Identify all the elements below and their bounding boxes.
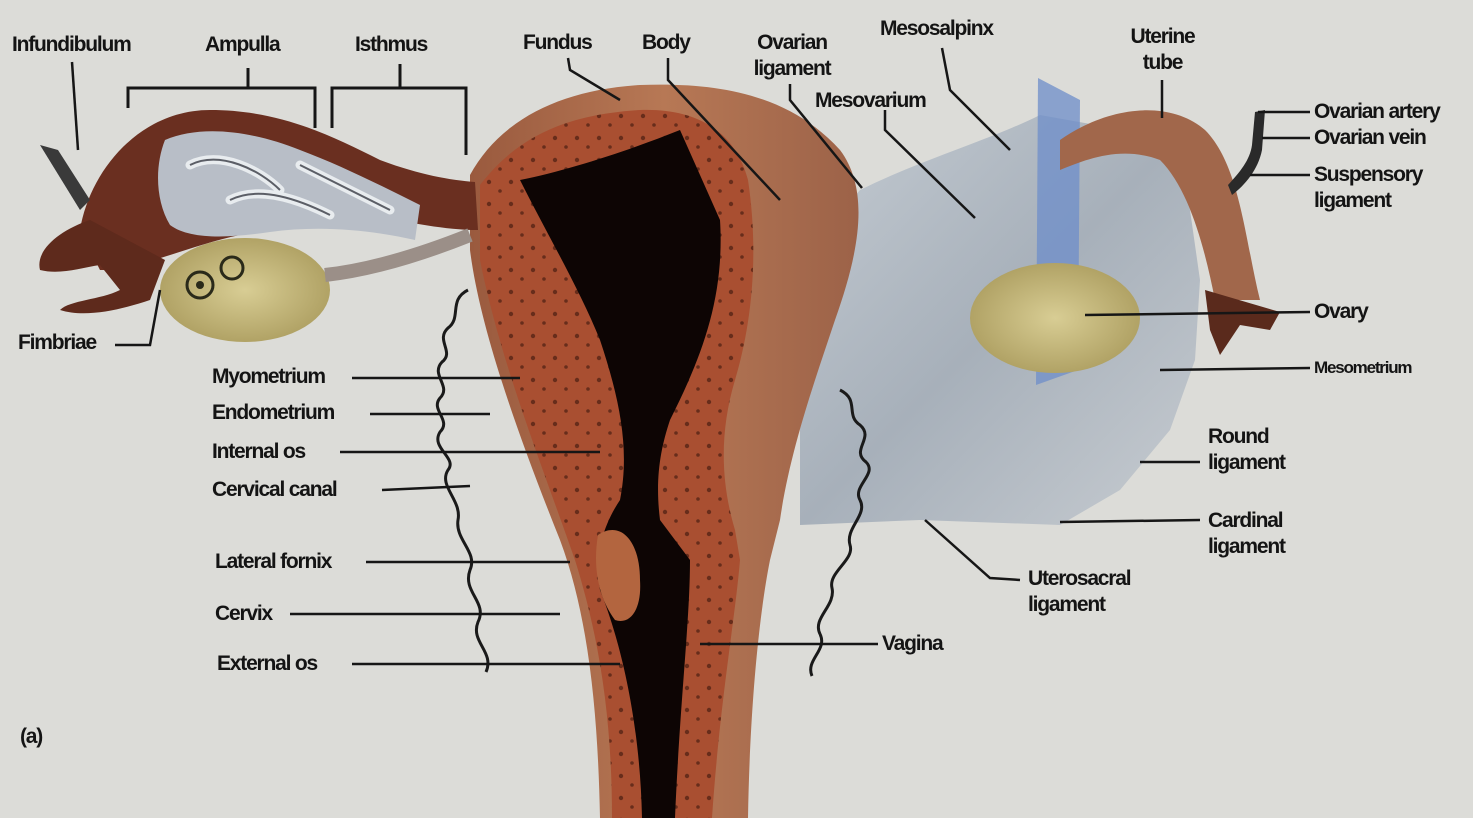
label-cervical-canal: Cervical canal — [212, 477, 336, 503]
label-uterine-tube: Uterine tube — [1115, 24, 1210, 76]
label-mesometrium: Mesometrium — [1314, 355, 1411, 381]
left-ovary — [160, 238, 330, 342]
label-external-os: External os — [217, 651, 317, 677]
ovarian-vessels — [1228, 110, 1265, 195]
label-body: Body — [642, 30, 690, 56]
label-vagina: Vagina — [882, 631, 943, 657]
label-lateral-fornix: Lateral fornix — [215, 549, 331, 575]
label-endometrium: Endometrium — [212, 400, 334, 426]
label-ovarian-artery: Ovarian artery — [1314, 99, 1440, 125]
label-isthmus: Isthmus — [355, 32, 427, 58]
right-ovary — [970, 263, 1140, 373]
label-ampulla: Ampulla — [205, 32, 279, 58]
label-ovary: Ovary — [1314, 299, 1368, 325]
label-mesosalpinx: Mesosalpinx — [880, 16, 993, 42]
label-internal-os: Internal os — [212, 439, 305, 465]
label-myometrium: Myometrium — [212, 364, 325, 390]
label-fimbriae: Fimbriae — [18, 330, 96, 356]
label-fundus: Fundus — [523, 30, 592, 56]
panel-label: (a) — [20, 724, 42, 750]
label-uterosacral-ligament: Uterosacral ligament — [1028, 566, 1158, 618]
label-ovarian-vein: Ovarian vein — [1314, 125, 1426, 151]
label-ovarian-ligament: Ovarian ligament — [742, 30, 842, 82]
label-infundibulum: Infundibulum — [12, 32, 131, 58]
label-cardinal-ligament: Cardinal ligament — [1208, 508, 1308, 560]
label-suspensory-ligament: Suspensory ligament — [1314, 162, 1464, 214]
label-mesovarium: Mesovarium — [815, 88, 926, 114]
ampulla-cutaway — [158, 131, 420, 240]
label-round-ligament: Round ligament — [1208, 424, 1308, 476]
label-cervix: Cervix — [215, 601, 272, 627]
